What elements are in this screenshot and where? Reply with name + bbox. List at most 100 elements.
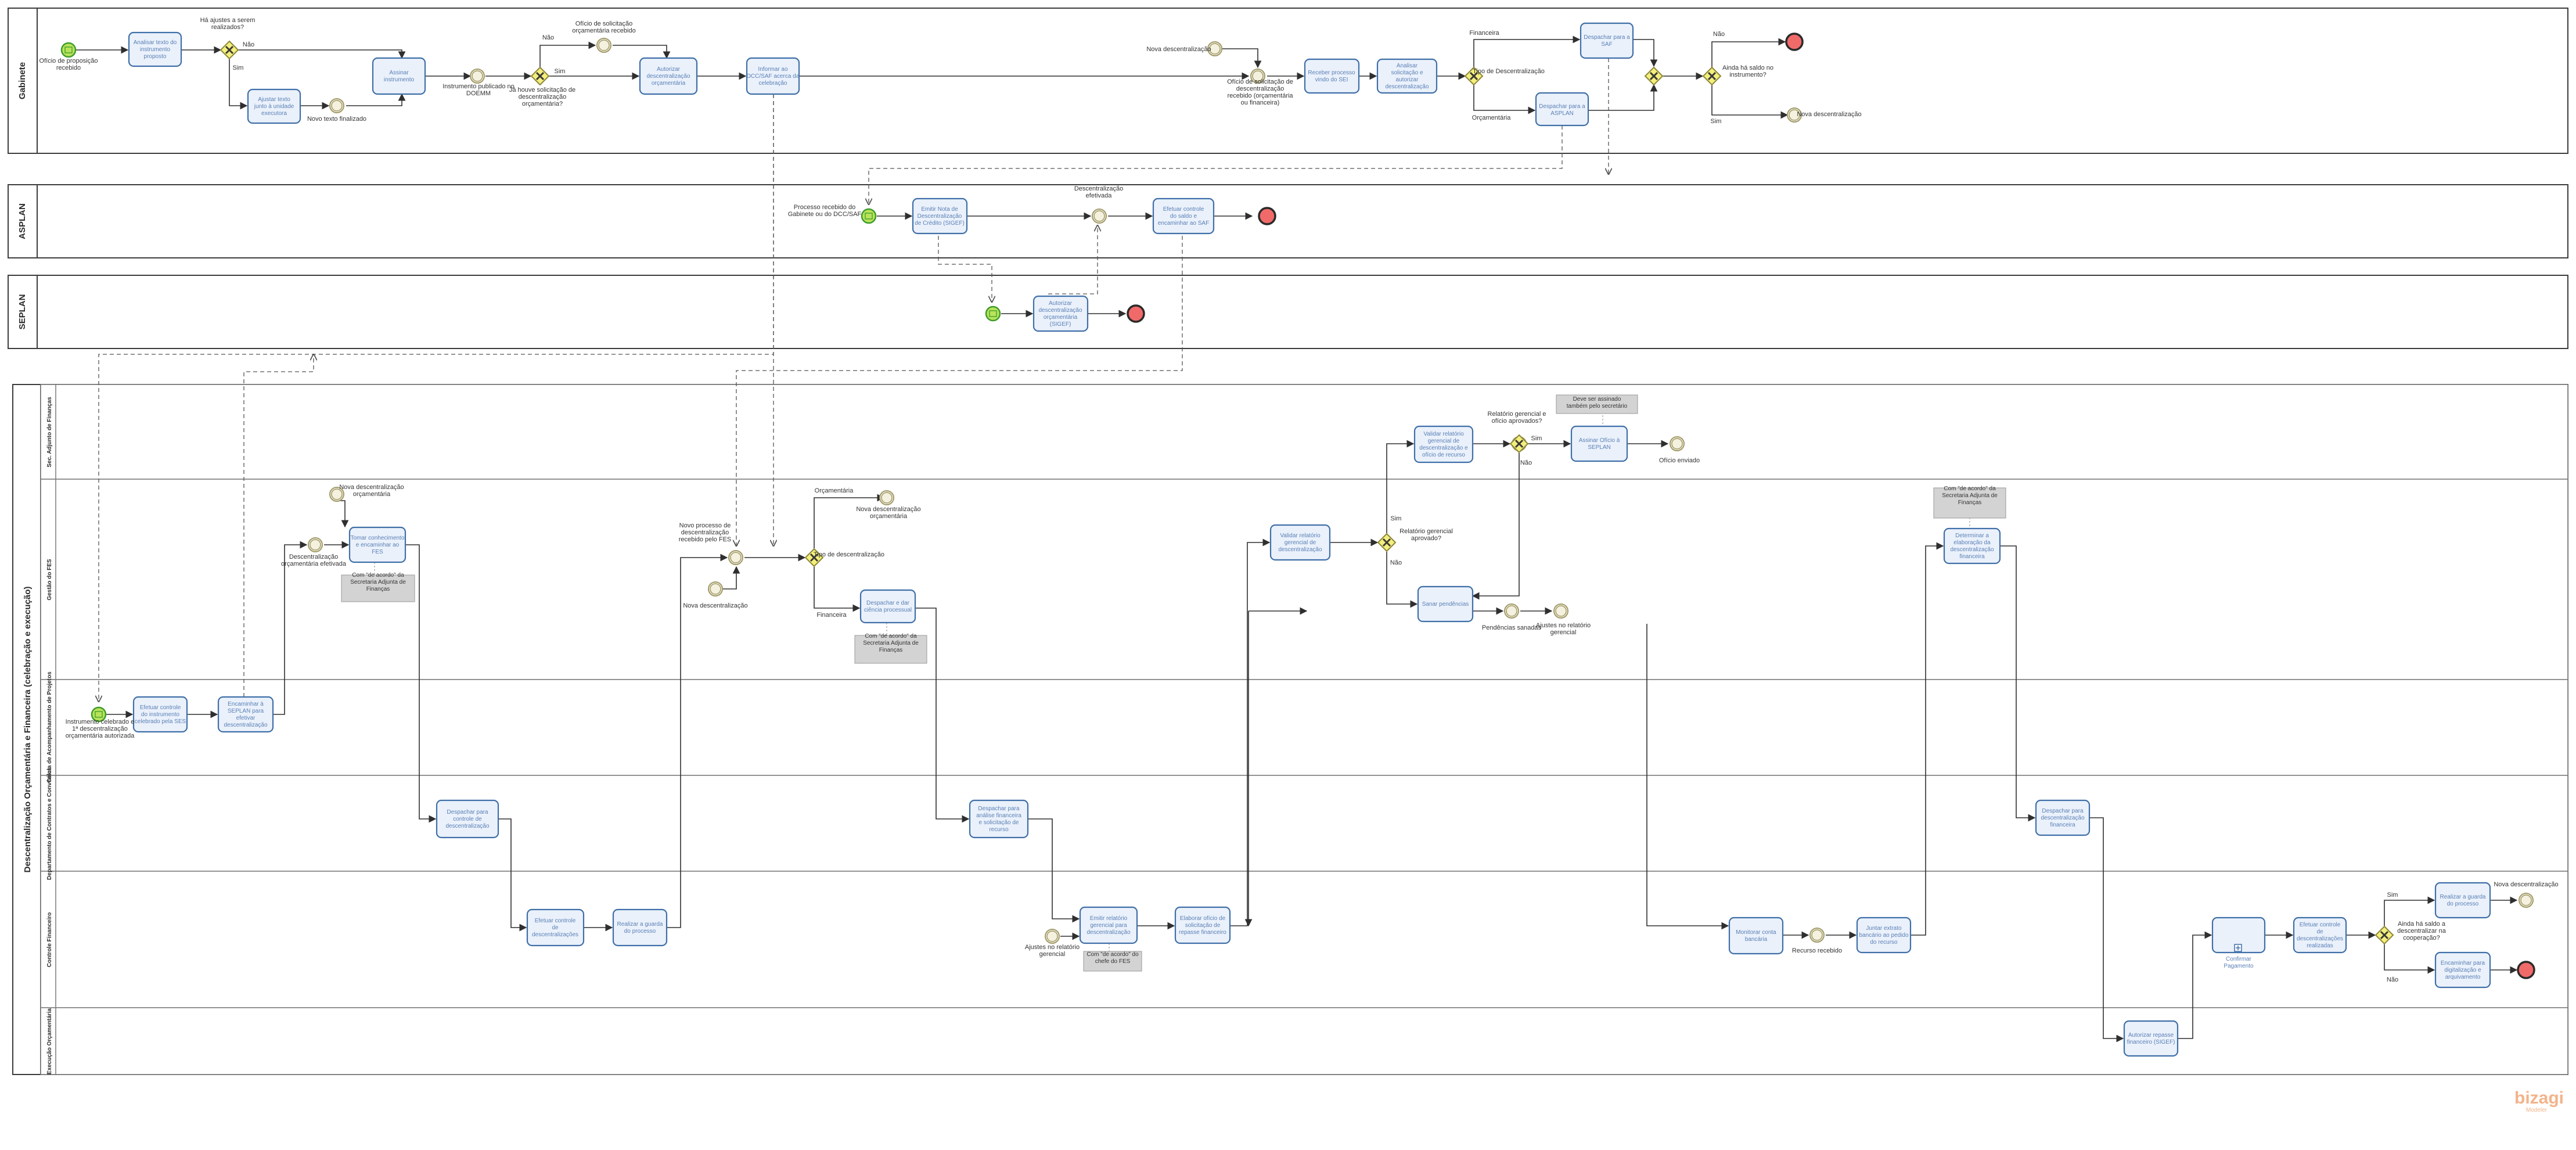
- task-label: Despachar para: [978, 806, 1020, 812]
- exclusive-gateway[interactable]: [1509, 434, 1529, 454]
- task[interactable]: Sanar pendências: [1417, 585, 1474, 623]
- lane-title: Departamento de Contratos e Convênios: [46, 767, 53, 880]
- text-line: de: [2316, 929, 2323, 935]
- svg-text:Modeler: Modeler: [2526, 1107, 2548, 1113]
- text-line: orçamentária recebido: [572, 27, 635, 34]
- end-event[interactable]: [1785, 33, 1804, 51]
- exclusive-gateway[interactable]: [2374, 925, 2394, 945]
- intermediate-event[interactable]: [1553, 603, 1568, 619]
- intermediate-event[interactable]: [2519, 893, 2534, 908]
- intermediate-event[interactable]: [329, 98, 344, 113]
- exclusive-gateway[interactable]: [1377, 533, 1397, 552]
- intermediate-event[interactable]: [879, 490, 894, 505]
- text-line: e solicitação de: [979, 820, 1019, 826]
- intermediate-event[interactable]: [308, 537, 323, 552]
- task-label: Receber processo: [1308, 70, 1355, 76]
- text-line: descentralizações: [532, 932, 578, 938]
- text-line: Finanças: [366, 586, 390, 592]
- exclusive-gateway[interactable]: [804, 548, 824, 567]
- exclusive-gateway[interactable]: [1644, 66, 1664, 86]
- intermediate-event[interactable]: [470, 69, 485, 84]
- exclusive-gateway[interactable]: [530, 66, 550, 86]
- intermediate-event[interactable]: [708, 581, 723, 596]
- task-label: Emitir Nota de: [921, 206, 958, 213]
- end-event[interactable]: [1127, 304, 1145, 323]
- intermediate-event[interactable]: [596, 38, 611, 53]
- text-line: Relatório gerencial: [1399, 528, 1453, 535]
- event-label: Pendências sanadas: [1482, 624, 1542, 631]
- intermediate-event[interactable]: [1504, 603, 1519, 619]
- start-event[interactable]: [60, 42, 77, 58]
- start-event[interactable]: [91, 706, 107, 723]
- intermediate-event[interactable]: [1809, 928, 1825, 943]
- intermediate-event[interactable]: [728, 550, 743, 565]
- text-line: 1ª descentralização: [72, 725, 128, 732]
- lane-title: Execução Orçamentária: [46, 1008, 53, 1074]
- svg-text:Sanar pendências: Sanar pendências: [1422, 601, 1469, 608]
- intermediate-event[interactable]: [1787, 107, 1802, 123]
- end-event[interactable]: [1258, 207, 1276, 225]
- start-event[interactable]: [985, 306, 1001, 322]
- exclusive-gateway[interactable]: [220, 40, 239, 60]
- text-line: Relatório gerencial e: [1488, 411, 1546, 418]
- intermediate-event[interactable]: [329, 487, 344, 502]
- intermediate-event[interactable]: [1250, 69, 1265, 84]
- text-line: realizadas: [2307, 943, 2333, 949]
- start-event[interactable]: [861, 208, 877, 224]
- exclusive-gateway[interactable]: [1464, 66, 1484, 86]
- gateway-label: Tipo de descentralização: [814, 551, 884, 558]
- task-label: Realizar a guarda: [2440, 894, 2486, 900]
- intermediate-event[interactable]: [1207, 41, 1222, 56]
- intermediate-event[interactable]: [1092, 209, 1107, 224]
- text-line: controle de: [453, 816, 482, 822]
- intermediate-event[interactable]: [1670, 436, 1685, 451]
- exclusive-gateway[interactable]: [1702, 66, 1722, 86]
- end-event[interactable]: [2517, 961, 2535, 979]
- text-line: descentralização: [1950, 547, 1994, 553]
- intermediate-event[interactable]: [1045, 929, 1060, 944]
